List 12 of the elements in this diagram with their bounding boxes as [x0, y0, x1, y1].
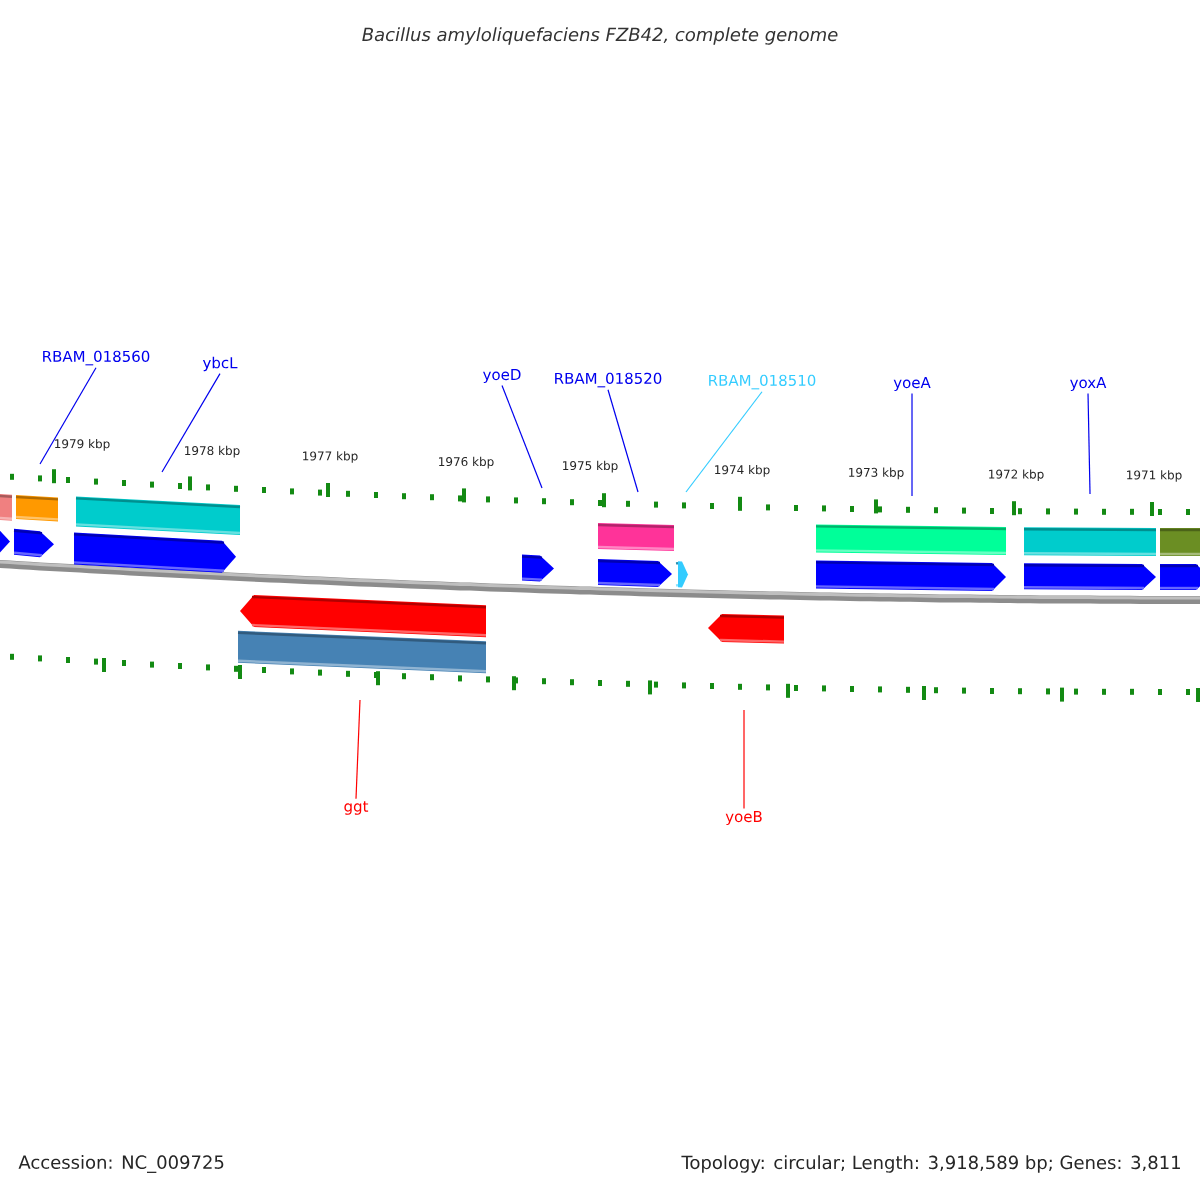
leader-line — [39, 367, 97, 465]
leader-line — [685, 391, 763, 493]
footer-text: Topology: circular; Length: 3,918,589 bp; Genes: 3,811 — [681, 1155, 1180, 1173]
leader-line — [501, 384, 543, 489]
leader-line — [161, 373, 221, 473]
leader-line — [1087, 392, 1091, 495]
footer-text: Accession: NC_009725 — [18, 1155, 224, 1173]
title: Bacillus amyloliquefaciens FZB42, complete genome — [362, 27, 838, 45]
leader-line — [355, 699, 361, 800]
leader-line — [607, 389, 639, 493]
leader-line — [911, 392, 913, 497]
leader-line — [743, 709, 745, 810]
